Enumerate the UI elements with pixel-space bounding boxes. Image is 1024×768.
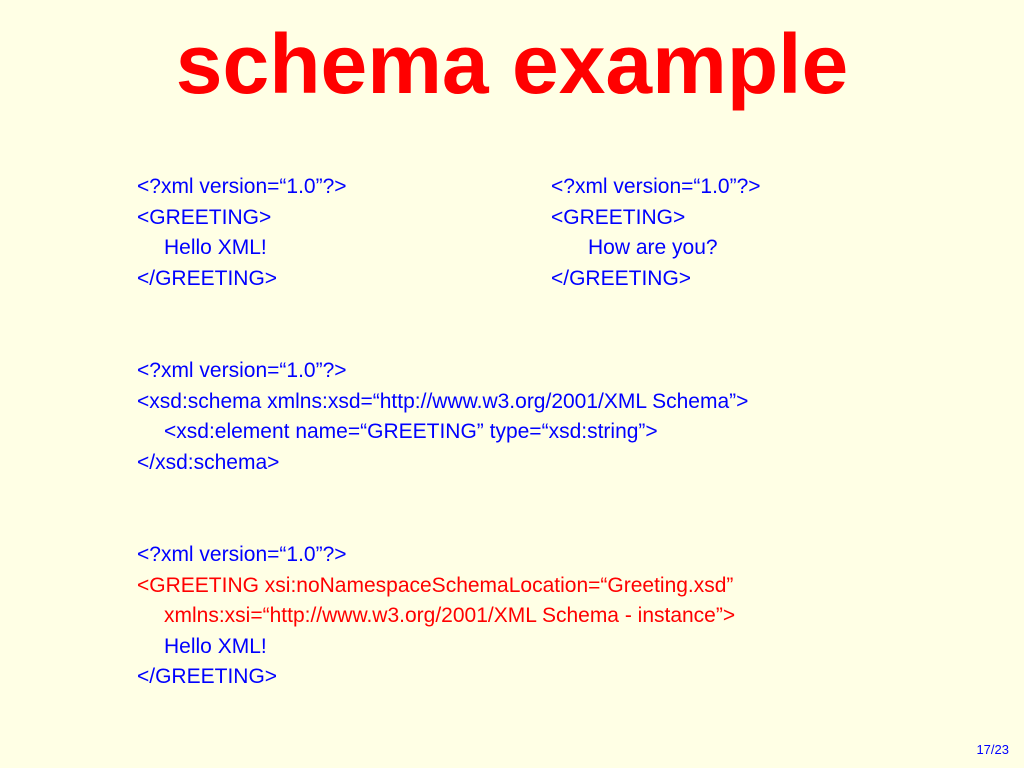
schema-element-line: <xsd:element name=“GREETING” type=“xsd:s… xyxy=(164,420,658,443)
xml-example-how-are-you: <?xml version=“1.0”?> <GREETING> How are… xyxy=(551,172,761,294)
xsd-schema-example: <?xml version=“1.0”?> <xsd:schema xmlns:… xyxy=(137,356,748,478)
page-number: 17/23 xyxy=(976,742,1009,757)
greeting-close-tag: </GREETING> xyxy=(551,266,692,290)
greeting-open-tag: <GREETING> xyxy=(551,205,686,229)
xml-declaration: <?xml version=“1.0”?> xyxy=(551,175,761,198)
xml-instance-example: <?xml version=“1.0”?> <GREETING xsi:noNa… xyxy=(137,540,735,693)
xml-declaration: <?xml version=“1.0”?> xyxy=(137,543,347,566)
schema-close-tag: </xsd:schema> xyxy=(137,450,280,474)
greeting-content: Hello XML! xyxy=(164,236,267,259)
greeting-open-tag: <GREETING> xyxy=(137,205,272,229)
greeting-content: How are you? xyxy=(588,236,718,259)
instance-open-tag-line1: <GREETING xsi:noNamespaceSchemaLocation=… xyxy=(137,573,734,597)
instance-open-tag-line2: xmlns:xsi=“http://www.w3.org/2001/XML Sc… xyxy=(164,604,736,627)
greeting-close-tag: </GREETING> xyxy=(137,665,278,688)
slide-title: schema example xyxy=(175,17,849,111)
greeting-close-tag: </GREETING> xyxy=(137,266,278,290)
xml-declaration: <?xml version=“1.0”?> xyxy=(137,359,347,382)
greeting-content: Hello XML! xyxy=(164,634,267,658)
xml-declaration: <?xml version=“1.0”?> xyxy=(137,175,347,198)
schema-open-tag: <xsd:schema xmlns:xsd=“http://www.w3.org… xyxy=(137,389,749,413)
xml-example-hello: <?xml version=“1.0”?> <GREETING> Hello X… xyxy=(137,172,347,294)
